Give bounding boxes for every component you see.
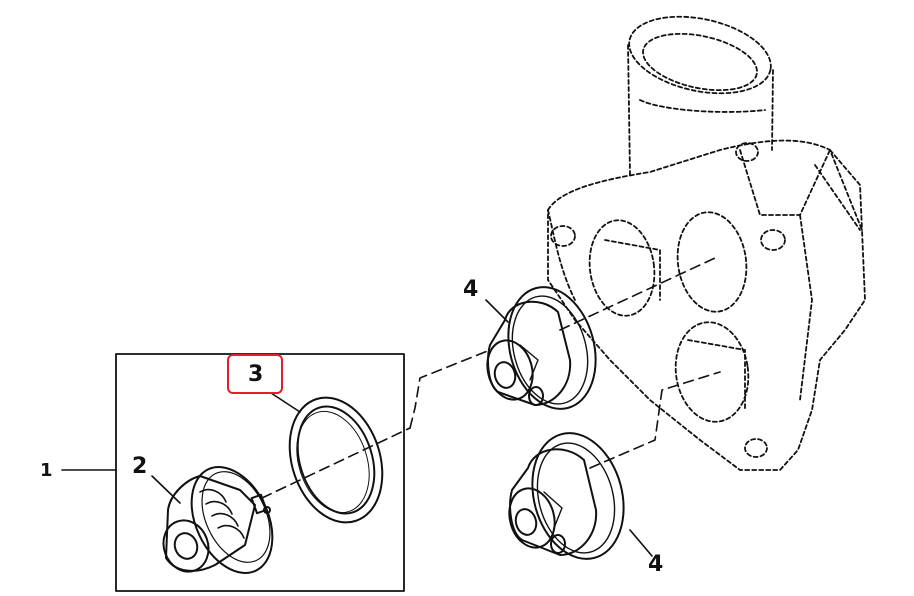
leader-2 xyxy=(151,475,181,504)
alignment-lines xyxy=(261,257,721,499)
callout-1: 1 xyxy=(40,460,53,481)
callout-4-upper: 4 xyxy=(463,277,479,302)
callout-4-lower: 4 xyxy=(648,552,664,577)
callout-3: 3 xyxy=(248,362,264,387)
callout-2: 2 xyxy=(132,454,148,479)
seal-lower xyxy=(508,432,625,560)
thermostat xyxy=(162,466,274,574)
leader-3 xyxy=(270,392,301,413)
callout-3-highlight xyxy=(227,354,283,394)
gasket-ring xyxy=(288,396,384,524)
leader-4-lower xyxy=(629,529,653,557)
thermostat-housing xyxy=(547,15,866,471)
leader-4-upper xyxy=(485,299,509,323)
seal-upper xyxy=(486,286,597,410)
